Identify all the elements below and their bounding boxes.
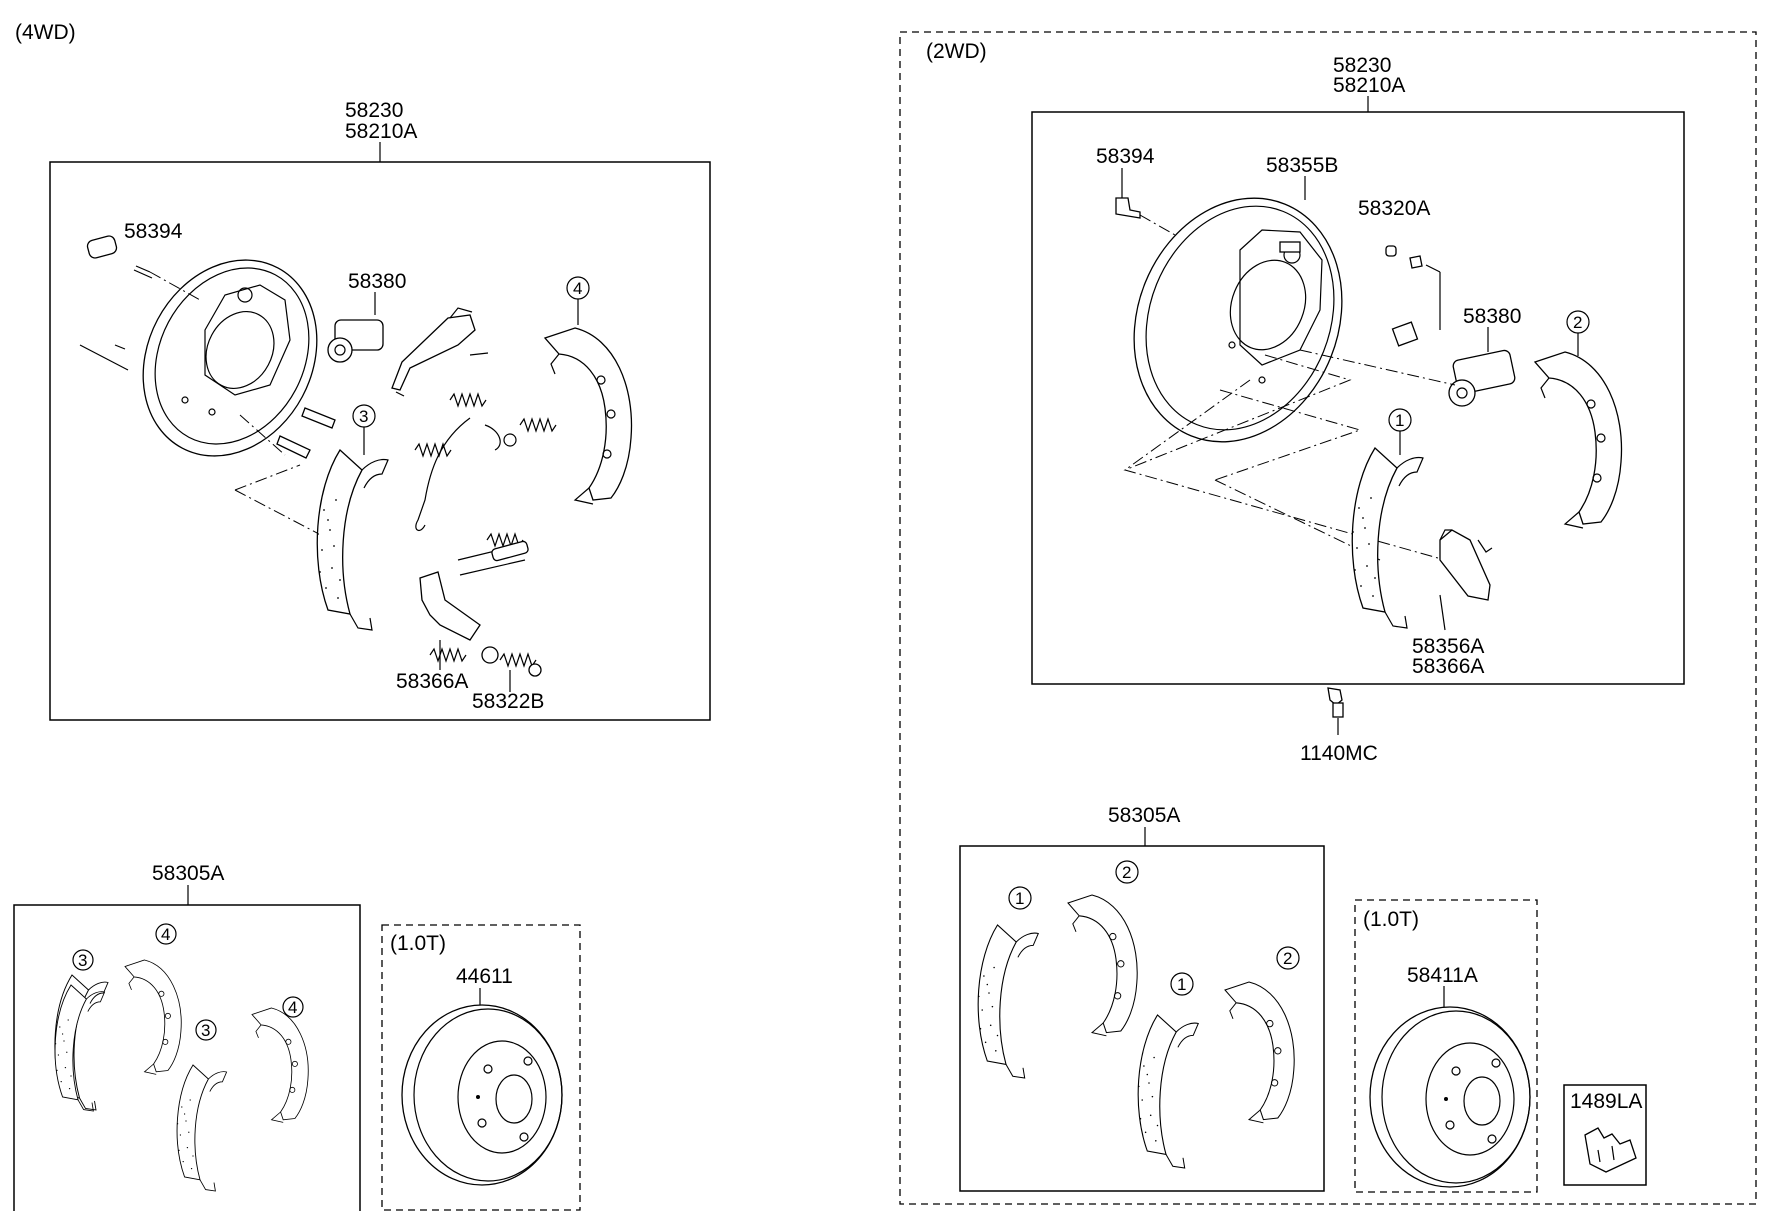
part-label-58356A-2wd: 58356A: [1412, 635, 1484, 658]
kit-callout-3-4wd: 3: [201, 1021, 210, 1040]
plug-icon: [86, 235, 153, 279]
drum-box-2wd: [1354, 899, 1538, 1193]
part-label-58380-4wd: 58380: [348, 270, 406, 293]
bolt-icon: [1327, 687, 1344, 718]
backing-plate-icon: [1133, 197, 1343, 443]
adjuster-icon: [391, 307, 489, 397]
kit-callout-2-2wd: 2: [1122, 863, 1131, 882]
brake-shoe-icon: [124, 959, 182, 1075]
brake-drum-icon: [401, 1004, 563, 1186]
callout-3-4wd: 3: [359, 407, 368, 426]
kit-callout-1-4wd: 3: [78, 951, 87, 970]
part-label-58320A-2wd: 58320A: [1358, 197, 1430, 220]
strut-icon: [419, 571, 481, 662]
assembly-label-4wd-2: 58210A: [345, 120, 417, 143]
part-label-58380-2wd: 58380: [1463, 305, 1521, 328]
part-label-58366A-4wd: 58366A: [396, 670, 468, 693]
shoe-kit-box-4wd: [13, 904, 361, 1211]
brake-shoe-icon: [977, 924, 1039, 1079]
brake-shoe-icon: [1534, 351, 1623, 529]
brake-shoe-icon: [1224, 981, 1295, 1124]
part-label-58366A-2wd: 58366A: [1412, 655, 1484, 678]
clip-label-2wd: 1489LA: [1570, 1090, 1642, 1113]
kit-callout-3-2wd: 1: [1177, 975, 1186, 994]
shoe-kit-box-2wd: [959, 845, 1325, 1192]
drum-label-2wd: 58411A: [1407, 964, 1478, 987]
bolt-icon: [276, 407, 336, 459]
brake-drum-icon: [1369, 1006, 1531, 1188]
assembly-box-2wd: [1031, 111, 1685, 685]
drum-box-4wd: [381, 924, 581, 1211]
kit-callout-4-2wd: 2: [1283, 949, 1292, 968]
section-title-4wd: (4WD): [15, 21, 76, 44]
callout-4-4wd: 4: [573, 279, 582, 298]
backing-plate-icon: [142, 259, 318, 457]
section-title-2wd: (2WD): [926, 40, 987, 63]
part-label-1140MC-2wd: 1140MC: [1300, 742, 1378, 765]
spring-icon: [414, 393, 557, 547]
brake-shoe-icon: [1067, 894, 1138, 1037]
brake-shoe-icon: [54, 984, 106, 1112]
assembly-label-2wd-1: 58230: [1333, 54, 1391, 77]
kit-callout-1-2wd: 1: [1015, 889, 1024, 908]
callout-2-2wd: 2: [1573, 313, 1582, 332]
bleeder-icon: [1385, 245, 1423, 269]
assembly-label-2wd-2: 58210A: [1333, 74, 1405, 97]
kit-callout-2-4wd: 4: [161, 925, 170, 944]
brake-shoe-icon: [316, 449, 389, 631]
callout-1-2wd: 1: [1395, 411, 1404, 430]
drum-label-4wd: 44611: [456, 965, 513, 988]
part-label-58322B-4wd: 58322B: [472, 690, 544, 713]
brake-shoe-icon: [1137, 1014, 1199, 1169]
shoe-kit-label-4wd: 58305A: [152, 862, 224, 885]
spring-icon: [481, 646, 542, 677]
assembly-box-4wd: [49, 161, 711, 721]
drum-variant-2wd: (1.0T): [1363, 908, 1419, 931]
bolt-icon: [1115, 197, 1141, 219]
part-label-58394-4wd: 58394: [124, 220, 183, 243]
brake-shoe-icon: [251, 1007, 309, 1123]
brake-shoe-icon: [544, 327, 633, 505]
shoe-kit-label-2wd: 58305A: [1108, 804, 1180, 827]
brake-shoe-icon: [176, 1064, 228, 1192]
brake-shoe-icon: [1351, 447, 1424, 629]
part-label-58355B-2wd: 58355B: [1266, 154, 1338, 177]
lever-icon: [1439, 529, 1493, 601]
wheel-cylinder-icon: [1448, 349, 1516, 407]
drum-variant-4wd: (1.0T): [390, 932, 446, 955]
clip-box-2wd: [1563, 1084, 1647, 1186]
section-box-2wd: [899, 31, 1757, 1205]
part-label-58394-2wd: 58394: [1096, 145, 1155, 168]
kit-callout-4-4wd: 4: [288, 998, 297, 1017]
assembly-label-4wd-1: 58230: [345, 99, 403, 122]
wheel-cylinder-icon: [327, 319, 384, 363]
clip-icon: [1584, 1127, 1637, 1173]
